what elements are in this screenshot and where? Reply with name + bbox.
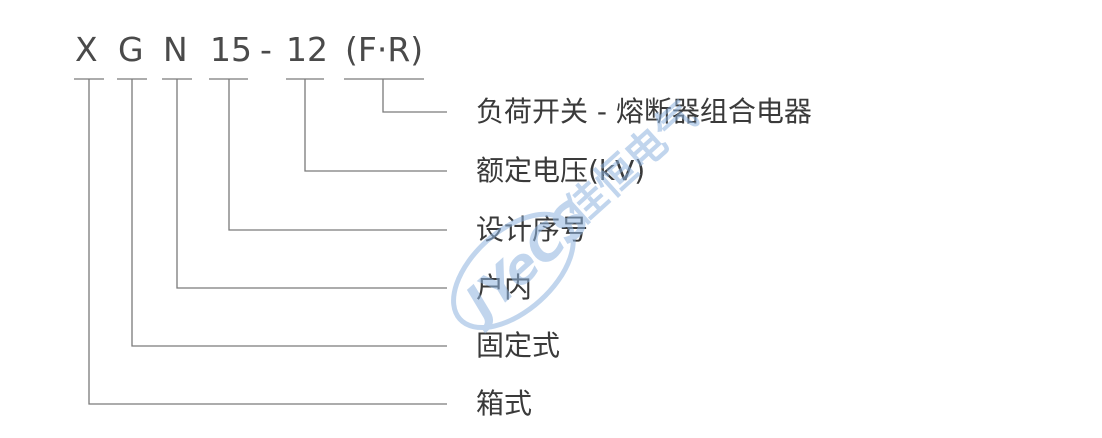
code-part-n: N — [163, 30, 188, 69]
desc-rated-voltage: 额定电压(kV) — [476, 154, 646, 187]
leader-n — [176, 79, 447, 289]
desc-fixed-type: 固定式 — [476, 329, 561, 362]
desc-indoor: 户内 — [476, 271, 533, 304]
code-part-g: G — [118, 30, 144, 69]
watermark-logo: JYeCS 佳恒电气 — [449, 92, 707, 335]
code-part-x: X — [75, 30, 98, 69]
code-part-dash: - — [260, 30, 272, 69]
leader-15 — [228, 79, 447, 231]
leader-12 — [304, 79, 447, 172]
leader-g — [131, 79, 447, 347]
code-part-design-no: 15 — [210, 30, 252, 69]
leader-x — [88, 79, 447, 405]
code-part-voltage: 12 — [286, 30, 328, 69]
svg-text:佳恒电气: 佳恒电气 — [557, 92, 707, 233]
desc-box-type: 箱式 — [476, 387, 533, 420]
desc-load-switch-fuse: 负荷开关 - 熔断器组合电器 — [476, 95, 812, 128]
code-part-fr: (F·R) — [345, 30, 424, 69]
leader-fr — [382, 79, 447, 113]
